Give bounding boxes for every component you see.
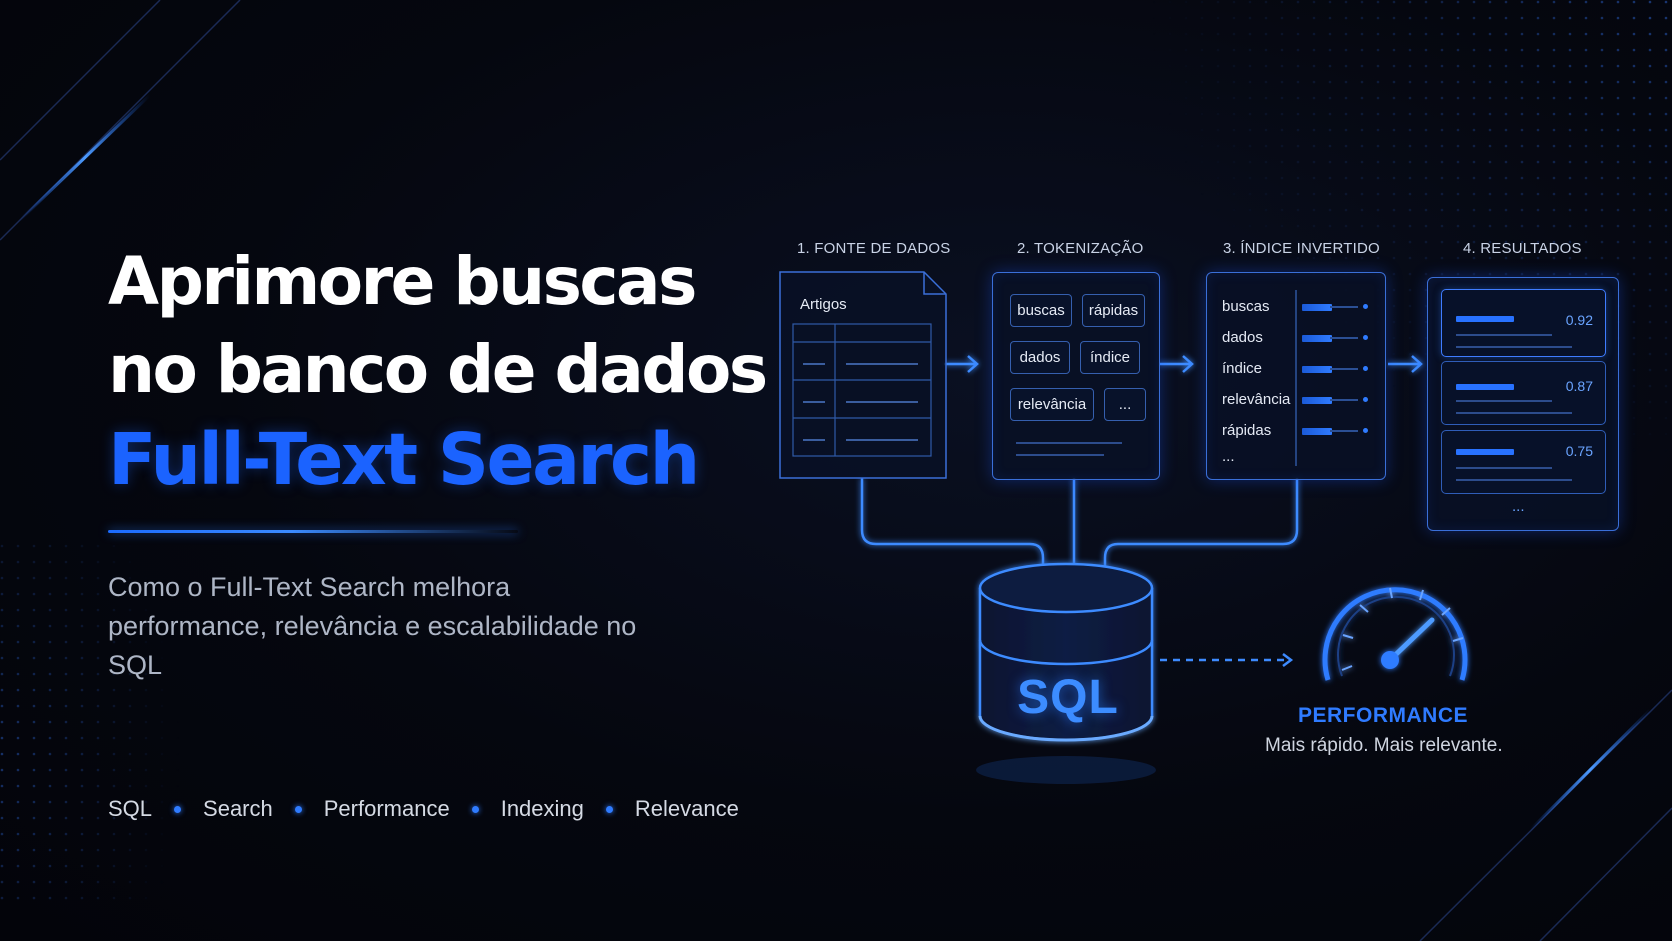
index-line <box>1330 368 1358 370</box>
performance-subtitle: Mais rápido. Mais relevante. <box>1265 735 1503 756</box>
bullet-dot <box>294 805 302 813</box>
index-line <box>1330 399 1358 401</box>
index-term: dados <box>1222 329 1263 346</box>
index-line <box>1330 430 1358 432</box>
dashed-arrow-icon <box>1160 653 1294 667</box>
token-line <box>1016 454 1104 456</box>
index-dot <box>1363 304 1368 309</box>
index-term: buscas <box>1222 298 1270 315</box>
tag: Search <box>203 796 273 821</box>
result-line <box>1456 400 1552 402</box>
tag: SQL <box>108 796 153 821</box>
result-line <box>1456 479 1572 481</box>
headline-accent: Full-Text Search <box>108 418 700 501</box>
index-bar <box>1302 366 1332 373</box>
bullet-dot <box>605 805 613 813</box>
stage-label-inverted-index: 3. ÍNDICE INVERTIDO <box>1223 240 1380 257</box>
result-item: 0.92 <box>1441 289 1606 357</box>
flow-arrow-icon <box>944 355 1423 373</box>
index-line <box>1330 306 1358 308</box>
index-bar <box>1302 428 1332 435</box>
index-divider <box>1295 290 1297 466</box>
tag-list: SQL Search Performance Indexing Relevanc… <box>108 796 739 822</box>
index-line <box>1330 337 1358 339</box>
result-score: 0.87 <box>1565 378 1593 394</box>
token-chip: rápidas <box>1082 294 1145 327</box>
database-label: SQL <box>1017 671 1119 724</box>
tag: Relevance <box>634 796 739 821</box>
result-bar <box>1456 384 1514 390</box>
stage-label-tokenization: 2. TOKENIZAÇÃO <box>1017 240 1144 257</box>
tag: Performance <box>323 796 450 821</box>
result-bar <box>1456 316 1514 322</box>
index-dot <box>1363 397 1368 402</box>
result-line <box>1456 412 1572 414</box>
token-chip: buscas <box>1010 294 1072 327</box>
result-line <box>1456 467 1552 469</box>
index-dot <box>1363 335 1368 340</box>
index-term: relevância <box>1222 391 1291 408</box>
stage-label-source: 1. FONTE DE DADOS <box>797 240 951 257</box>
subtitle: Como o Full-Text Search melhora performa… <box>108 572 637 680</box>
result-bar <box>1456 449 1514 455</box>
index-dot <box>1363 428 1368 433</box>
index-term: rápidas <box>1222 422 1272 439</box>
index-bar <box>1302 304 1332 311</box>
token-chip: relevância <box>1010 388 1094 421</box>
token-line <box>1016 442 1122 444</box>
result-line <box>1456 334 1552 336</box>
index-term: índice <box>1222 360 1263 377</box>
result-score: 0.75 <box>1565 443 1593 459</box>
result-line <box>1456 346 1572 348</box>
bullet-dot <box>174 805 182 813</box>
speed-lines <box>1228 583 1318 617</box>
index-bar <box>1302 335 1332 342</box>
stage-label-results: 4. RESULTADOS <box>1463 240 1582 257</box>
headline-line-2: no banco de dados <box>108 331 768 408</box>
token-chip: dados <box>1010 341 1070 374</box>
index-bar <box>1302 397 1332 404</box>
result-score: 0.92 <box>1565 312 1593 328</box>
speedometer-icon <box>1322 587 1468 681</box>
result-item: 0.87 <box>1441 361 1606 425</box>
result-item: 0.75 <box>1441 430 1606 494</box>
database-icon <box>978 562 1154 742</box>
db-connector-lines <box>860 478 1299 568</box>
bullet-dot <box>471 805 479 813</box>
results-more: ... <box>1512 498 1525 515</box>
token-chip: índice <box>1080 341 1140 374</box>
tag: Indexing <box>500 796 584 821</box>
token-chip-more: ... <box>1104 388 1146 421</box>
headline-line-1: Aprimore buscas <box>108 243 697 320</box>
performance-title: PERFORMANCE <box>1298 704 1469 727</box>
index-term-more: ... <box>1222 448 1235 465</box>
document-title: Artigos <box>800 296 847 313</box>
index-dot <box>1363 366 1368 371</box>
headline-divider <box>108 530 518 533</box>
